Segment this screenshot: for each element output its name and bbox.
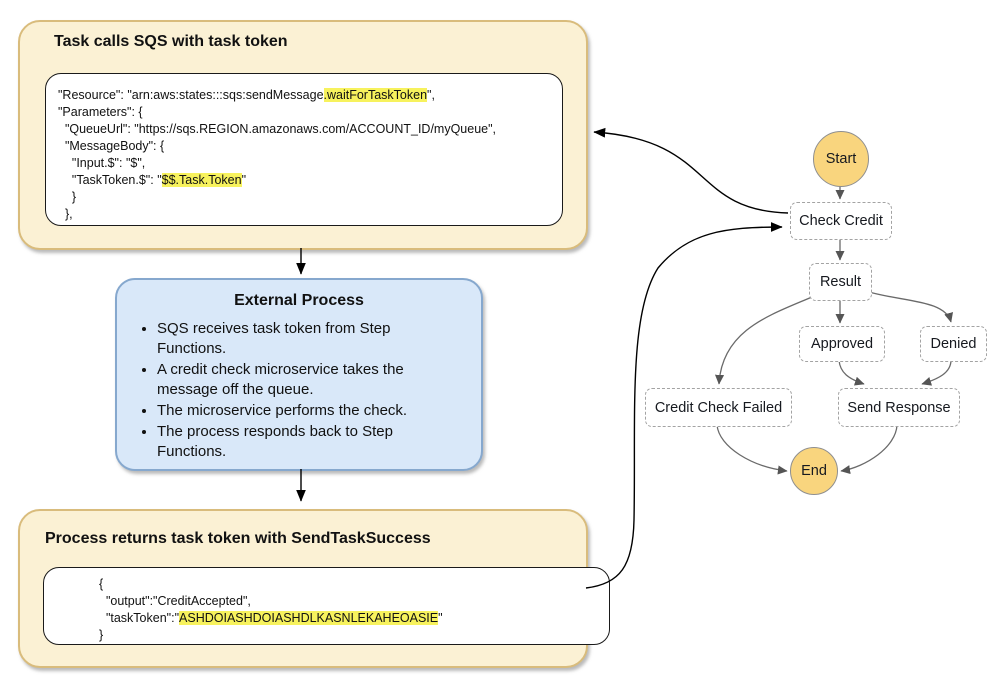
external-process-title: External Process <box>234 292 364 309</box>
bullet-item: The process responds back to Step Functi… <box>157 422 457 462</box>
code-line: "TaskToken.$": "$$.Task.Token" <box>58 173 246 187</box>
bullet-item: A credit check microservice takes the me… <box>157 360 457 400</box>
node-result: Result <box>809 263 872 301</box>
panel-task-calls-title: Task calls SQS with task token <box>54 33 288 50</box>
external-process-bullet-list: SQS receives task token from Step Functi… <box>121 319 457 462</box>
edge-denied-sendresponse <box>921 359 952 386</box>
node-credit-check-failed: Credit Check Failed <box>645 388 792 427</box>
code-line: }, <box>58 207 73 221</box>
send-task-success-title: Process returns task token with SendTask… <box>45 530 431 547</box>
node-approved: Approved <box>799 326 885 362</box>
code-line: { <box>99 577 104 591</box>
node-start: Start <box>813 131 869 187</box>
task-calls-code-box: "Resource": "arn:aws:states:::sqs:sendMe… <box>45 73 563 226</box>
code-line: "Resource": "arn:aws:states:::sqs:sendMe… <box>58 88 435 102</box>
code-line: } <box>58 190 77 204</box>
code-line: "taskToken":"ASHDOIASHDOIASHDLKASNLEKAHE… <box>99 611 443 625</box>
panel-external-process: External Process SQS receives task token… <box>115 278 483 471</box>
panel-send-task-success: Process returns task token with SendTask… <box>18 509 610 668</box>
arrow-checkcredit-to-taskbox <box>593 127 789 214</box>
node-denied: Denied <box>920 326 987 362</box>
code-line: "Parameters": { <box>58 105 143 119</box>
node-send-response: Send Response <box>838 388 960 427</box>
edge-result-denied <box>868 291 953 323</box>
code-line: "Input.$": "$", <box>58 156 146 170</box>
code-line: "MessageBody": { <box>58 139 165 153</box>
code-line: } <box>99 628 104 642</box>
bullet-item: The microservice performs the check. <box>157 401 457 421</box>
bullet-item: SQS receives task token from Step Functi… <box>157 319 457 359</box>
code-line: "output":"CreditAccepted", <box>99 594 251 608</box>
send-task-success-code-box: { "output":"CreditAccepted", "taskToken"… <box>43 567 610 645</box>
edge-approved-sendresponse <box>838 359 865 386</box>
code-line: "QueueUrl": "https://sqs.REGION.amazonaw… <box>58 122 497 136</box>
panel-task-calls-sqs: Task calls SQS with task token "Resource… <box>18 20 588 250</box>
edge-creditcheckfailed-end <box>716 424 788 475</box>
node-end: End <box>790 447 838 495</box>
edge-sendresponse-end <box>840 424 898 475</box>
node-check-credit: Check Credit <box>790 202 892 240</box>
